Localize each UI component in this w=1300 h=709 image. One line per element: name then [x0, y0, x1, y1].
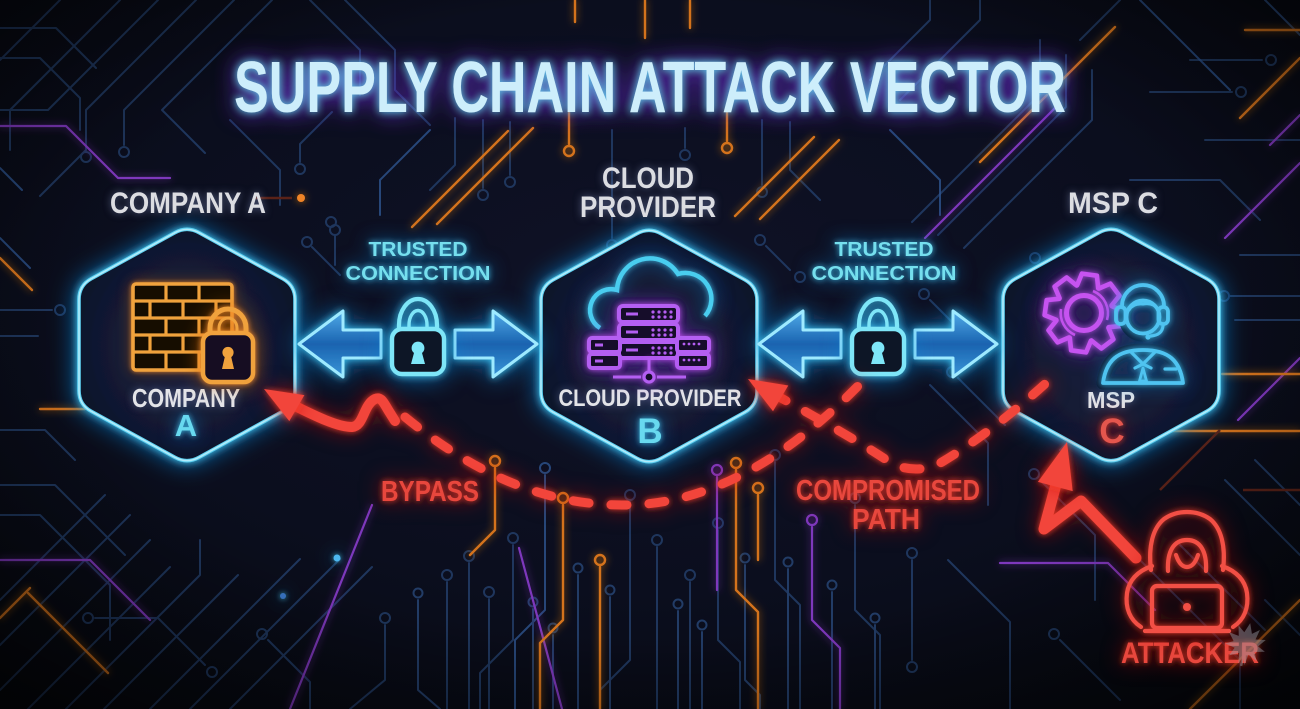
- svg-text:COMPROMISED: COMPROMISED: [796, 475, 980, 507]
- svg-text:MSP C: MSP C: [1068, 187, 1158, 220]
- svg-text:A: A: [175, 408, 197, 443]
- svg-text:B: B: [637, 412, 662, 451]
- svg-text:PROVIDER: PROVIDER: [580, 191, 716, 224]
- svg-text:COMPANY A: COMPANY A: [110, 187, 266, 220]
- svg-text:CLOUD: CLOUD: [602, 162, 694, 195]
- svg-text:SUPPLY CHAIN ATTACK VECTOR: SUPPLY CHAIN ATTACK VECTOR: [234, 48, 1066, 128]
- svg-text:COMPANY: COMPANY: [132, 383, 240, 413]
- svg-text:MSP: MSP: [1087, 387, 1135, 413]
- svg-text:ATTACKER: ATTACKER: [1121, 637, 1259, 670]
- svg-text:PATH: PATH: [852, 504, 920, 536]
- svg-text:C: C: [1099, 412, 1124, 451]
- svg-text:CLOUD PROVIDER: CLOUD PROVIDER: [559, 385, 742, 412]
- svg-text:TRUSTED: TRUSTED: [369, 239, 468, 261]
- svg-text:TRUSTED: TRUSTED: [835, 239, 934, 261]
- svg-text:CONNECTION: CONNECTION: [346, 263, 491, 285]
- svg-text:BYPASS: BYPASS: [381, 476, 479, 508]
- svg-text:CONNECTION: CONNECTION: [812, 263, 957, 285]
